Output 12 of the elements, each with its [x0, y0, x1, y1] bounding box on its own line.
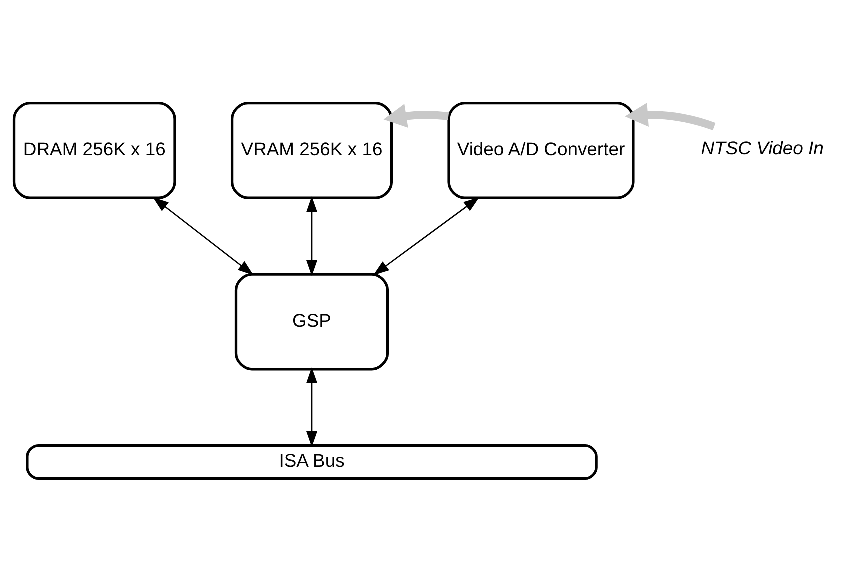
arrow	[384, 104, 450, 128]
node-box: DRAM 256K x 16	[12, 101, 176, 199]
node-box: VRAM 256K x 16	[230, 101, 394, 199]
arrow	[625, 102, 716, 130]
node-text: NTSC Video In	[701, 136, 824, 158]
arrow	[153, 196, 254, 275]
node-box: ISA Bus	[26, 444, 598, 480]
node-box: Video A/D Converter	[448, 101, 635, 199]
arrow	[306, 196, 318, 276]
arrow	[306, 367, 318, 447]
arrow	[373, 196, 480, 275]
node-box: GSP	[234, 272, 390, 370]
